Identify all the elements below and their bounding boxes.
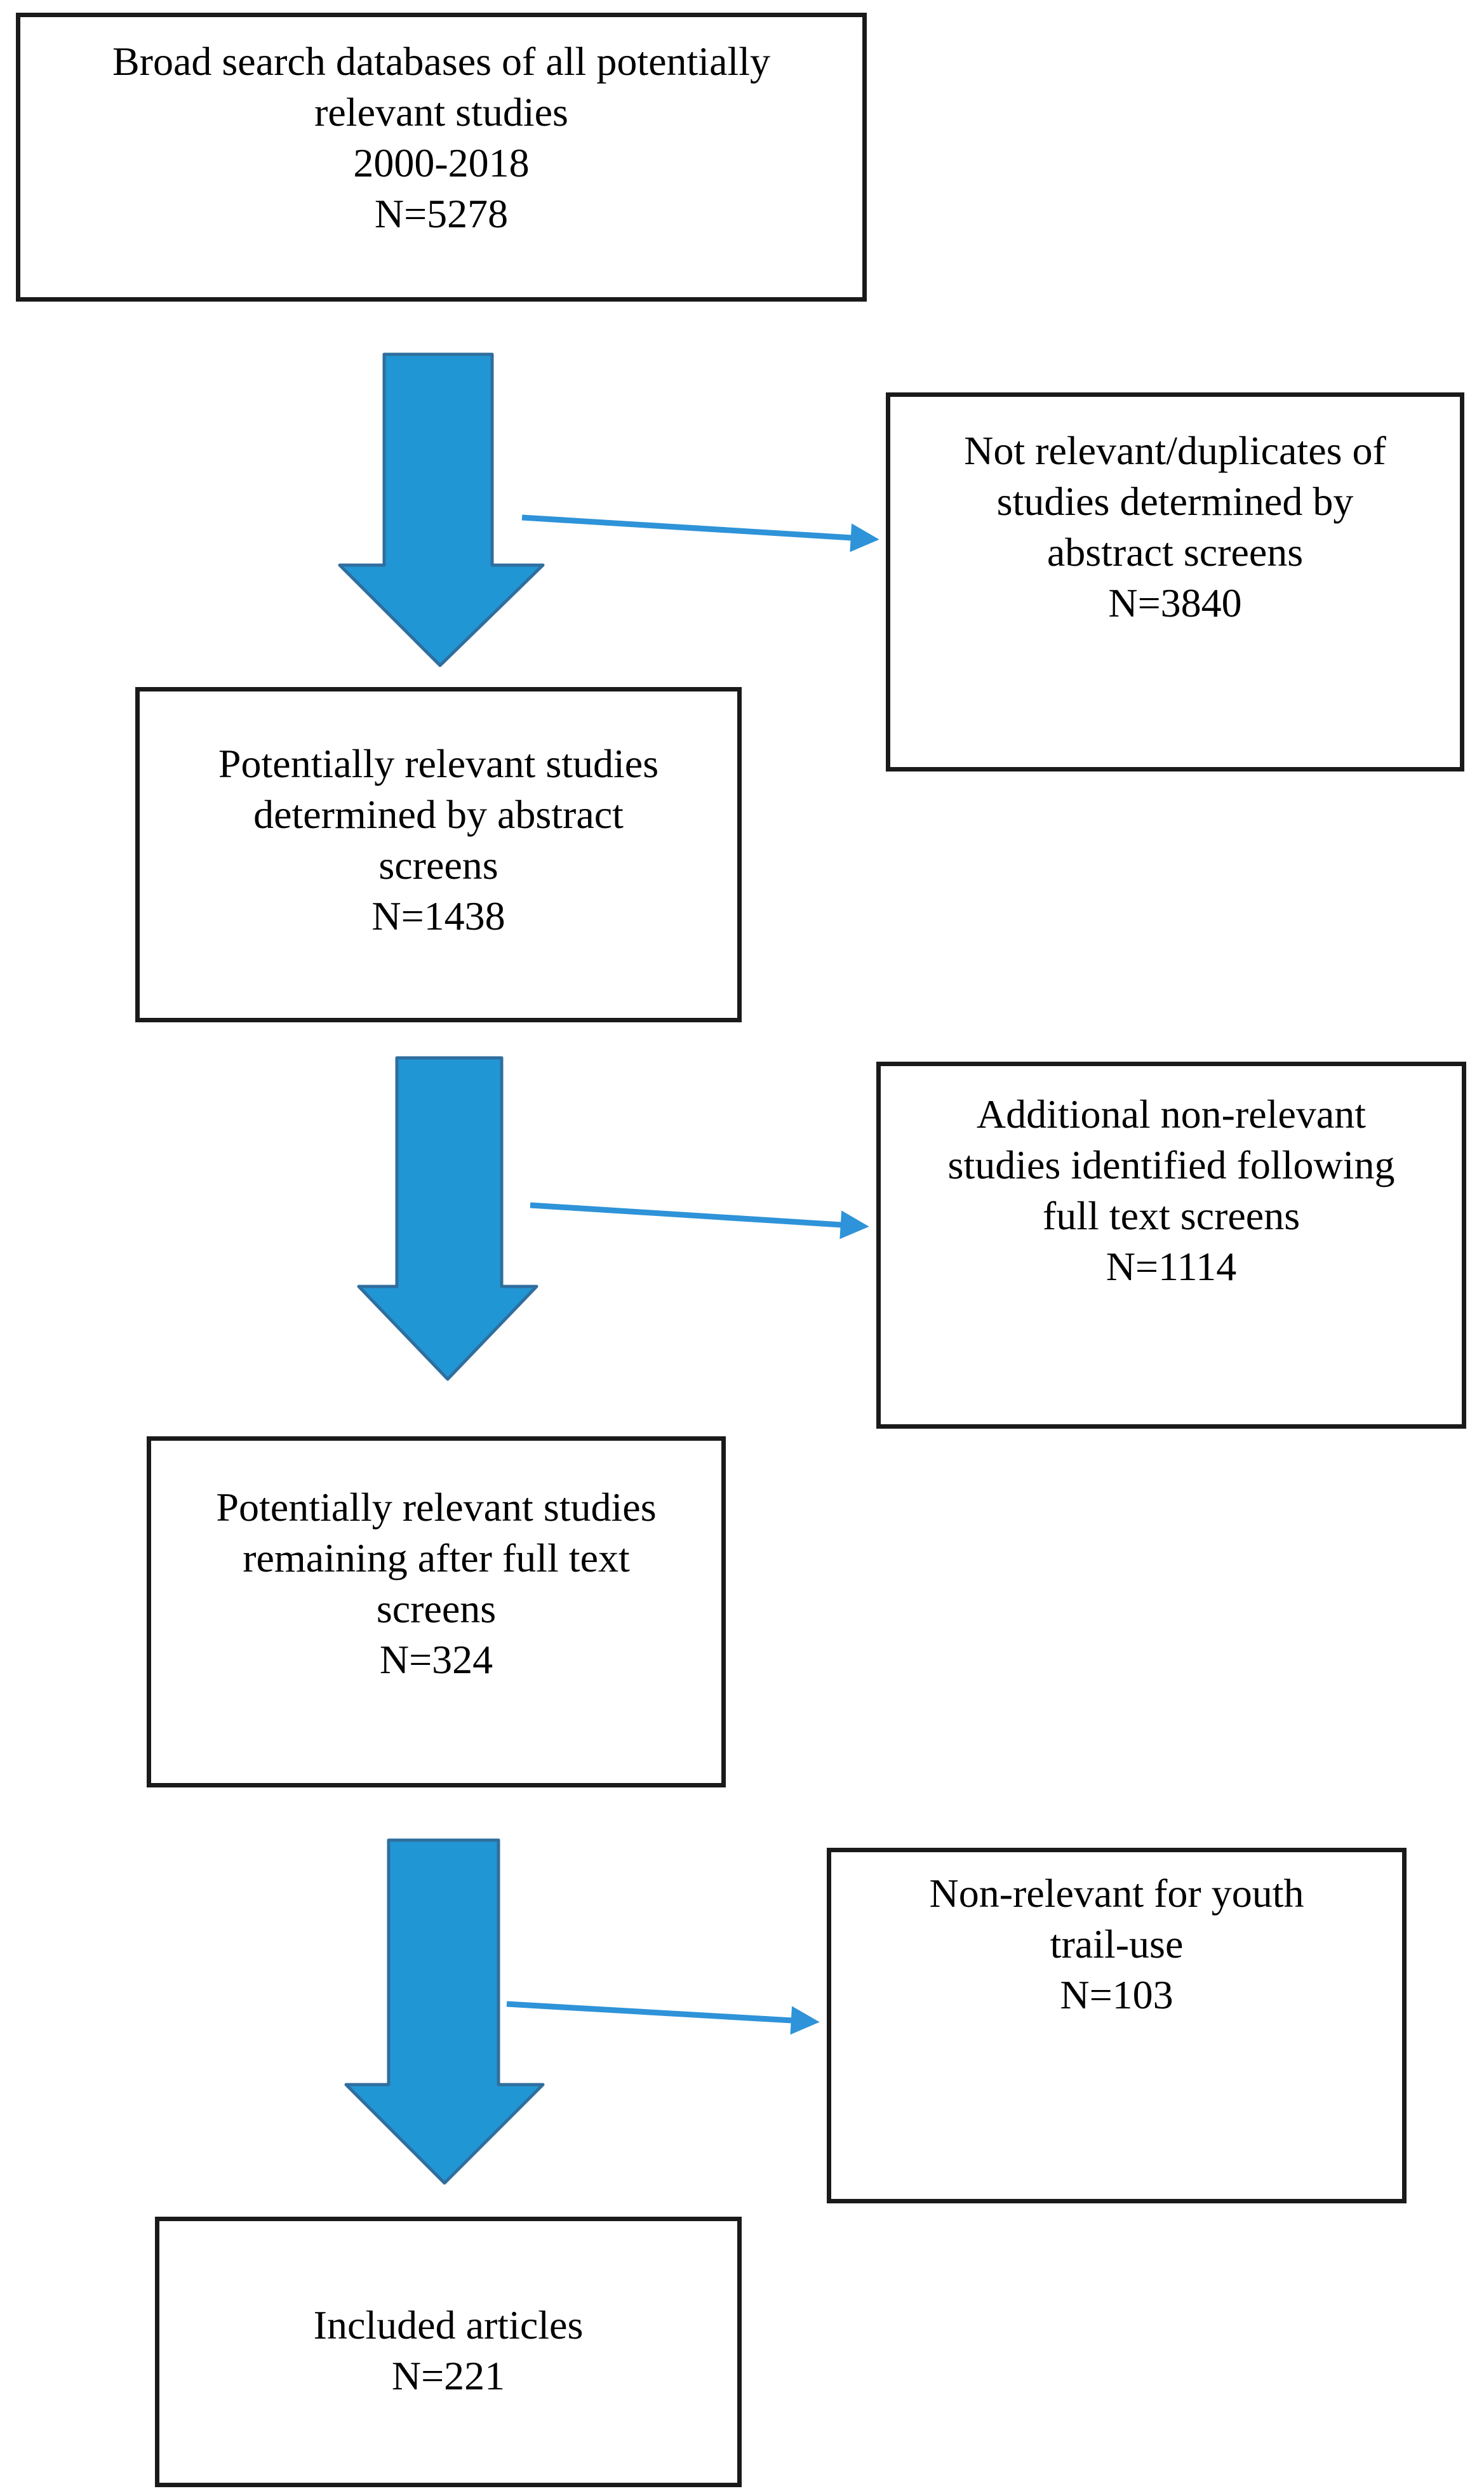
- box-abstract-screen: Potentially relevant studies determined …: [135, 687, 742, 1022]
- box-abstract-screen-text: Potentially relevant studies determined …: [218, 741, 659, 938]
- connector-arrow-3: [506, 2001, 820, 2035]
- box-excluded-youth: Non-relevant for youth trail-use N=103: [827, 1848, 1407, 2203]
- box-excluded-youth-text: Non-relevant for youth trail-use N=103: [929, 1871, 1304, 2017]
- box-excluded-fulltext-text: Additional non-relevant studies identifi…: [947, 1092, 1395, 1289]
- down-arrow-2: [357, 1056, 538, 1381]
- box-source: Broad search databases of all potentiall…: [16, 13, 867, 302]
- box-included-text: Included articles N=221: [313, 2302, 584, 2398]
- box-fulltext-remaining-text: Potentially relevant studies remaining a…: [216, 1485, 657, 1682]
- connector-arrow-1: [521, 514, 879, 552]
- box-excluded-abstract: Not relevant/duplicates of studies deter…: [886, 392, 1464, 771]
- box-included: Included articles N=221: [155, 2217, 742, 2487]
- box-excluded-abstract-text: Not relevant/duplicates of studies deter…: [964, 428, 1386, 625]
- down-arrow-1: [338, 352, 545, 667]
- down-arrow-3: [344, 1838, 545, 2185]
- box-source-text: Broad search databases of all potentiall…: [112, 39, 771, 236]
- box-fulltext-remaining: Potentially relevant studies remaining a…: [147, 1436, 726, 1787]
- connector-arrow-2: [530, 1202, 869, 1239]
- box-excluded-fulltext: Additional non-relevant studies identifi…: [876, 1062, 1466, 1429]
